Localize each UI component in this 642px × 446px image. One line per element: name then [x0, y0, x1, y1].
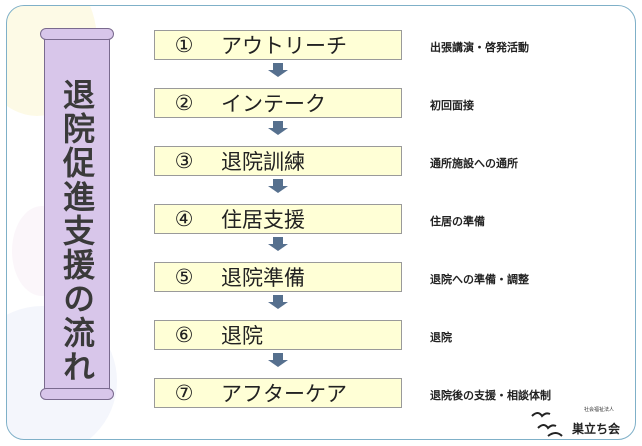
- step-label: アフターケア: [207, 378, 347, 408]
- title-scroll: 退院促進支援の流れ: [44, 34, 110, 394]
- down-arrow-icon: [268, 63, 288, 77]
- step-label: アウトリーチ: [207, 30, 347, 60]
- step-note-3: 通所施設への通所: [430, 155, 518, 171]
- step-number: ①: [155, 33, 207, 57]
- down-arrow-icon: [268, 295, 288, 309]
- step-label: 退院準備: [207, 262, 305, 292]
- step-label: 退院: [207, 320, 263, 350]
- logo-name: 巣立ち会: [572, 420, 620, 437]
- logo-subtitle: 社会福祉法人: [584, 406, 614, 413]
- step-label: 住居支援: [207, 204, 305, 234]
- scroll-curl-bottom: [40, 388, 114, 400]
- step-box-6: ⑥ 退院: [154, 320, 402, 350]
- step-note-7: 退院後の支援・相談体制: [430, 387, 551, 403]
- step-box-4: ④ 住居支援: [154, 204, 402, 234]
- step-note-5: 退院への準備・調整: [430, 271, 529, 287]
- step-number: ④: [155, 207, 207, 231]
- scroll-curl-top: [40, 28, 114, 40]
- step-number: ③: [155, 149, 207, 173]
- step-label: インテーク: [207, 88, 326, 118]
- step-note-6: 退院: [430, 329, 452, 345]
- step-note-4: 住居の準備: [430, 213, 485, 229]
- down-arrow-icon: [268, 237, 288, 251]
- step-box-5: ⑤ 退院準備: [154, 262, 402, 292]
- down-arrow-icon: [268, 121, 288, 135]
- down-arrow-icon: [268, 179, 288, 193]
- down-arrow-icon: [268, 353, 288, 367]
- step-box-3: ③ 退院訓練: [154, 146, 402, 176]
- diagram-title: 退院促進支援の流れ: [44, 78, 110, 384]
- step-box-1: ① アウトリーチ: [154, 30, 402, 60]
- step-number: ⑥: [155, 323, 207, 347]
- step-note-2: 初回面接: [430, 97, 474, 113]
- step-label: 退院訓練: [207, 146, 305, 176]
- step-note-1: 出張講演・啓発活動: [430, 39, 529, 55]
- step-box-2: ② インテーク: [154, 88, 402, 118]
- birds-logo-icon: [528, 408, 572, 438]
- step-number: ⑤: [155, 265, 207, 289]
- step-number: ②: [155, 91, 207, 115]
- step-number: ⑦: [155, 381, 207, 405]
- step-box-7: ⑦ アフターケア: [154, 378, 402, 408]
- organization-logo: 社会福祉法人 巣立ち会: [528, 406, 628, 440]
